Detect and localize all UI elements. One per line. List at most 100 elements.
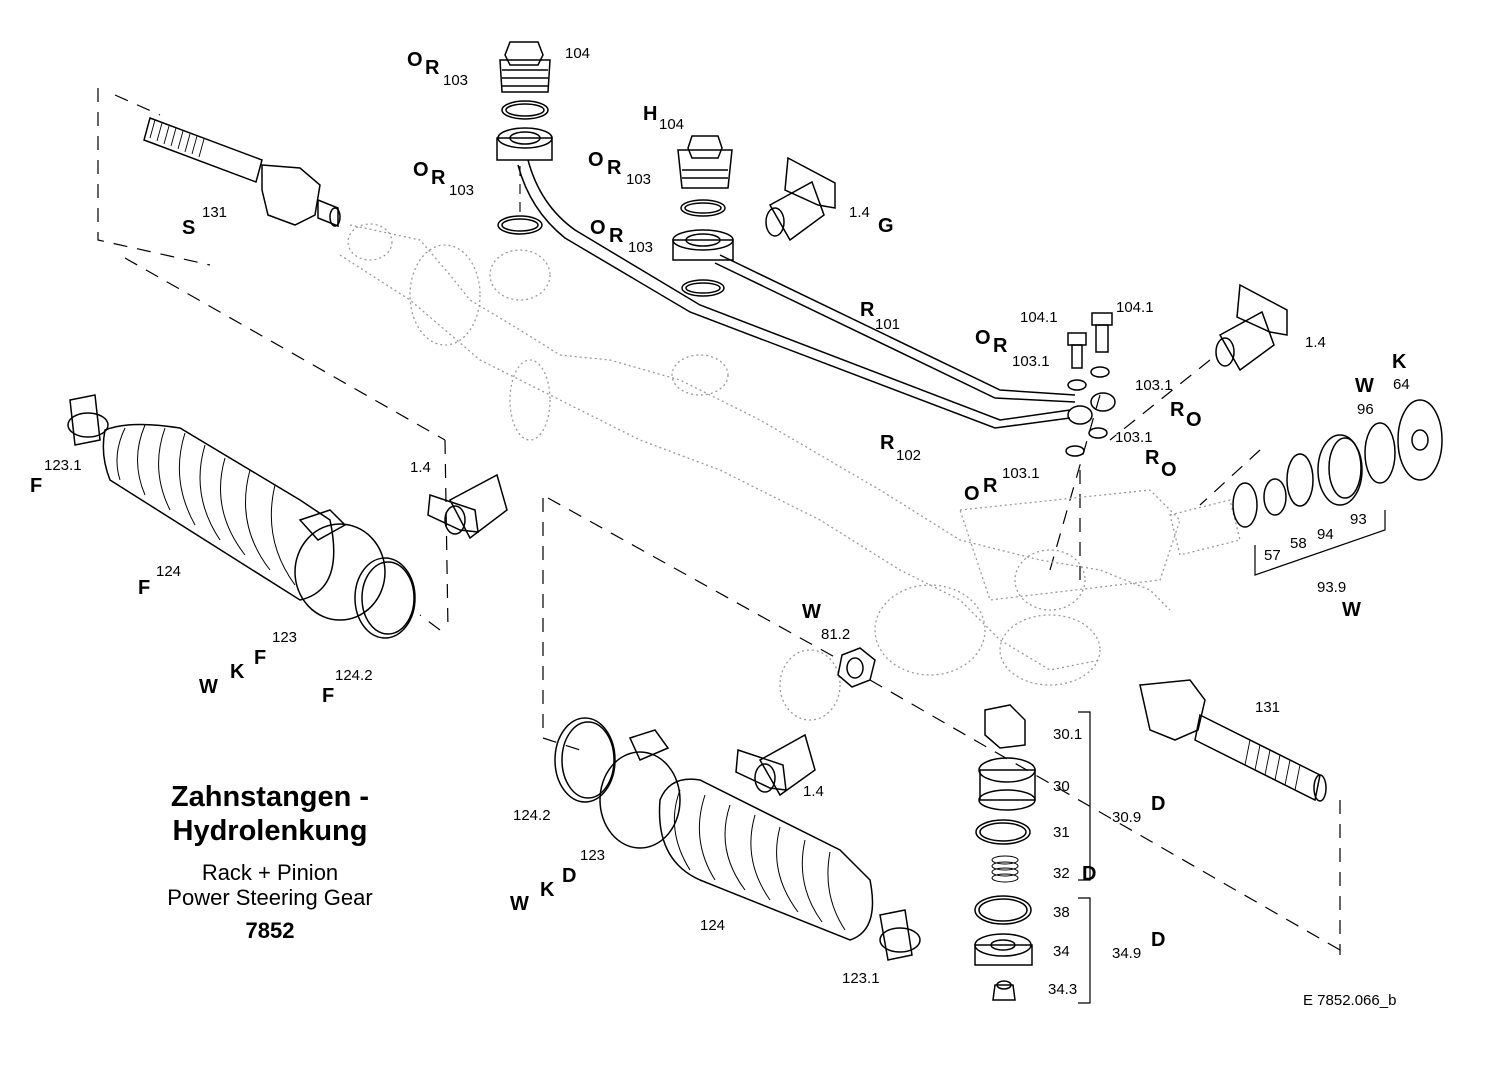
part-38: 38 bbox=[1053, 904, 1070, 921]
code-d: D bbox=[1151, 929, 1166, 951]
part-123-1: 123.1 bbox=[44, 457, 82, 474]
code-g: G bbox=[878, 215, 894, 237]
part-64: 64 bbox=[1393, 376, 1410, 393]
code-r: R bbox=[1170, 399, 1185, 421]
drawing-reference: E 7852.066_b bbox=[1303, 992, 1397, 1009]
part-102: 102 bbox=[896, 447, 922, 464]
part-code: 7852 bbox=[245, 918, 295, 943]
code-r: R bbox=[993, 335, 1008, 357]
part-124-2: 124.2 bbox=[335, 667, 373, 684]
code-w: W bbox=[199, 676, 218, 698]
code-o: O bbox=[407, 49, 423, 71]
title-block: Zahnstangen - Hydrolenkung Rack + Pinion… bbox=[120, 780, 420, 944]
part-81-2: 81.2 bbox=[821, 626, 851, 643]
code-r: R bbox=[431, 167, 446, 189]
code-f: F bbox=[322, 685, 335, 707]
part-30-9: 30.9 bbox=[1112, 809, 1142, 826]
part-104: 104 bbox=[565, 45, 591, 62]
part-123-1: 123.1 bbox=[842, 970, 880, 987]
bushing-lower bbox=[735, 733, 816, 797]
part-93: 93 bbox=[1350, 511, 1367, 528]
code-r: R bbox=[983, 475, 998, 497]
banjo-screws bbox=[1065, 312, 1116, 457]
part-103: 103 bbox=[628, 239, 654, 256]
yoke-stack bbox=[974, 704, 1036, 1001]
bushing-right bbox=[1215, 283, 1288, 372]
tie-rod-right bbox=[1139, 679, 1327, 802]
part-124-2: 124.2 bbox=[513, 807, 551, 824]
part-124: 124 bbox=[700, 917, 726, 934]
part-1-4: 1.4 bbox=[410, 459, 431, 476]
part-32: 32 bbox=[1053, 865, 1070, 882]
code-o: O bbox=[413, 159, 429, 181]
code-o: O bbox=[1161, 459, 1177, 481]
boot-lower bbox=[554, 717, 921, 961]
code-r: R bbox=[609, 225, 624, 247]
part-124: 124 bbox=[156, 563, 182, 580]
part-103: 103 bbox=[626, 171, 652, 188]
title-line-2: Hydrolenkung bbox=[172, 815, 368, 847]
code-k: K bbox=[230, 661, 245, 683]
part-1-4: 1.4 bbox=[803, 783, 824, 800]
bushing-left bbox=[427, 473, 508, 540]
code-r: R bbox=[860, 299, 875, 321]
part-94: 94 bbox=[1317, 526, 1334, 543]
code-w: W bbox=[802, 601, 821, 623]
part-103-1: 103.1 bbox=[1012, 353, 1050, 370]
part-103: 103 bbox=[449, 182, 475, 199]
code-d: D bbox=[1082, 863, 1097, 885]
part-131: 131 bbox=[202, 204, 228, 221]
part-58: 58 bbox=[1290, 535, 1307, 552]
title-line-1: Zahnstangen - bbox=[170, 781, 370, 813]
part-30-1: 30.1 bbox=[1053, 726, 1083, 743]
part-1-4: 1.4 bbox=[1305, 334, 1326, 351]
part-104: 104 bbox=[659, 116, 685, 133]
code-h: H bbox=[643, 103, 658, 125]
part-101: 101 bbox=[875, 316, 901, 333]
code-r: R bbox=[425, 57, 440, 79]
code-f: F bbox=[254, 647, 267, 669]
tie-rod-left bbox=[143, 117, 341, 228]
part-57: 57 bbox=[1264, 547, 1281, 564]
code-o: O bbox=[588, 149, 604, 171]
part-104-1: 104.1 bbox=[1116, 299, 1154, 316]
bushing-g bbox=[765, 156, 836, 242]
right-seal-stack bbox=[1232, 399, 1443, 576]
part-34-3: 34.3 bbox=[1048, 981, 1078, 998]
code-f: F bbox=[30, 475, 43, 497]
code-k: K bbox=[540, 879, 555, 901]
subtitle-line-1: Rack + Pinion bbox=[201, 860, 339, 885]
code-o: O bbox=[964, 483, 980, 505]
code-d: D bbox=[562, 865, 577, 887]
code-o: O bbox=[590, 217, 606, 239]
part-96: 96 bbox=[1357, 401, 1374, 418]
code-r: R bbox=[880, 432, 895, 454]
part-1-4: 1.4 bbox=[849, 204, 870, 221]
code-w: W bbox=[510, 893, 529, 915]
plug-104-top bbox=[496, 41, 553, 235]
code-o: O bbox=[1186, 409, 1202, 431]
code-r: R bbox=[1145, 447, 1160, 469]
hydraulic-lines bbox=[517, 159, 1076, 429]
part-103-1: 103.1 bbox=[1115, 429, 1153, 446]
code-d: D bbox=[1151, 793, 1166, 815]
part-123: 123 bbox=[580, 847, 606, 864]
part-34: 34 bbox=[1053, 943, 1070, 960]
part-103-1: 103.1 bbox=[1135, 377, 1173, 394]
code-w: W bbox=[1355, 375, 1374, 397]
nut-81-2 bbox=[837, 647, 876, 688]
assembly-lines bbox=[97, 88, 1341, 955]
code-r: R bbox=[607, 157, 622, 179]
part-103-1: 103.1 bbox=[1002, 465, 1040, 482]
part-93-9: 93.9 bbox=[1317, 579, 1347, 596]
rack-housing-ghost bbox=[339, 223, 1241, 721]
part-123: 123 bbox=[272, 629, 298, 646]
code-o: O bbox=[975, 327, 991, 349]
code-w: W bbox=[1342, 599, 1361, 621]
plug-h104 bbox=[672, 135, 734, 297]
code-k: K bbox=[1392, 351, 1407, 373]
subtitle-line-2: Power Steering Gear bbox=[167, 885, 373, 910]
part-104-1: 104.1 bbox=[1020, 309, 1058, 326]
